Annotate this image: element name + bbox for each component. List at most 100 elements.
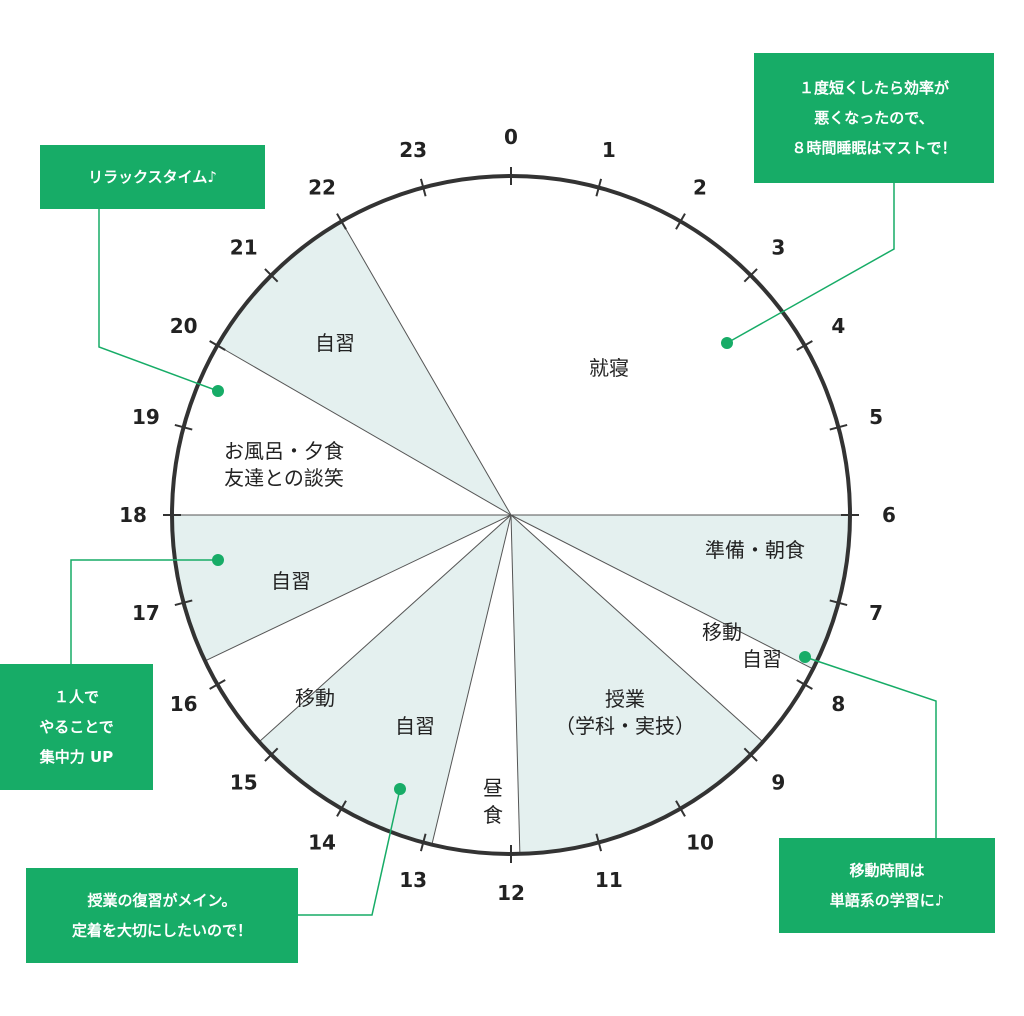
segment-divider xyxy=(431,514,512,845)
hour-label-23: 23 xyxy=(399,138,427,162)
segment-divider xyxy=(204,514,512,662)
segment-label-jishuu-night: 自習 xyxy=(315,331,355,355)
hour-tick xyxy=(264,268,279,283)
hour-tick xyxy=(829,423,848,431)
callout-box xyxy=(779,838,995,933)
segment-idou-pm xyxy=(205,515,511,742)
hour-tick xyxy=(675,800,686,817)
callout-dot xyxy=(799,651,811,663)
hour-label-2: 2 xyxy=(693,176,707,200)
hour-label-11: 11 xyxy=(595,868,623,892)
hour-label-6: 6 xyxy=(882,503,896,527)
callout-text: 単語系の学習に♪ xyxy=(830,892,945,910)
hour-tick xyxy=(419,833,427,852)
segment-label-ofuro: お風呂・夕食 xyxy=(224,439,344,463)
callout-dot xyxy=(212,554,224,566)
hour-label-1: 1 xyxy=(602,138,616,162)
hour-label-3: 3 xyxy=(771,236,785,260)
callout-text: リラックスタイム♪ xyxy=(88,168,217,186)
hour-label-18: 18 xyxy=(119,503,147,527)
hour-label-5: 5 xyxy=(869,405,883,429)
segment-shuushin xyxy=(341,176,850,515)
segment-jishuu-night xyxy=(217,221,511,515)
hour-label-15: 15 xyxy=(230,770,258,794)
hour-tick xyxy=(336,213,347,230)
segment-label-shuushin: 就寝 xyxy=(589,356,629,380)
callout-leader-line xyxy=(298,788,401,916)
hour-tick xyxy=(209,679,226,690)
hour-label-21: 21 xyxy=(230,236,258,260)
hour-label-19: 19 xyxy=(132,405,160,429)
callout-dot xyxy=(212,385,224,397)
segment-divider xyxy=(510,514,521,854)
segment-label-idou-jishuu-am: 自習 xyxy=(742,647,782,671)
segment-idou-jishuu-am xyxy=(511,515,814,742)
callout-leader-line xyxy=(98,209,219,392)
segment-divider xyxy=(341,221,512,516)
callout-relax: リラックスタイム♪ xyxy=(40,145,265,397)
callout-review: 授業の復習がメイン。定着を大切にしたいので！ xyxy=(26,783,406,963)
segment-label-idou-jishuu-am: 移動 xyxy=(702,620,742,644)
hour-tick xyxy=(595,178,603,197)
hour-label-8: 8 xyxy=(831,692,845,716)
hour-ticks xyxy=(163,167,859,863)
callout-text: 定着を大切にしたいので！ xyxy=(72,922,252,940)
hour-label-9: 9 xyxy=(771,770,785,794)
callout-text: 移動時間は xyxy=(849,862,924,880)
segment-label-jishuu-pm: 自習 xyxy=(395,714,435,738)
hour-tick xyxy=(264,747,279,762)
hour-tick xyxy=(796,340,813,351)
callout-text: 集中力 UP xyxy=(39,748,113,766)
segment-chuushoku xyxy=(431,515,520,854)
segment-divider xyxy=(217,345,512,516)
segment-label-junbi: 準備・朝食 xyxy=(705,538,805,562)
segment-ofuro xyxy=(172,345,511,515)
hour-label-0: 0 xyxy=(504,125,518,149)
hour-label-7: 7 xyxy=(869,601,883,625)
segment-junbi xyxy=(511,515,850,669)
callout-box xyxy=(754,53,994,183)
callout-dot xyxy=(394,783,406,795)
hour-tick xyxy=(595,833,603,852)
hour-label-20: 20 xyxy=(170,314,198,338)
hour-label-22: 22 xyxy=(308,176,336,200)
callout-box xyxy=(0,664,153,790)
segment-label-chuushoku: 食 xyxy=(483,803,503,827)
callout-text: ８時間睡眠はマストで！ xyxy=(791,139,956,157)
callout-text: １度短くしたら効率が xyxy=(799,79,950,97)
callout-box xyxy=(26,868,298,963)
segment-jishuu-evening xyxy=(172,515,511,661)
callout-leader-line xyxy=(726,183,895,344)
hour-tick xyxy=(796,679,813,690)
hour-tick xyxy=(174,599,193,607)
hour-tick xyxy=(419,178,427,197)
segment-labels: 就寝準備・朝食移動自習授業（学科・実技）昼食自習移動自習お風呂・夕食友達との談笑… xyxy=(224,331,805,827)
callout-text: 授業の復習がメイン。 xyxy=(87,892,236,910)
hour-tick xyxy=(675,213,686,230)
clock-segments xyxy=(172,176,850,854)
segment-label-jugyou: （学科・実技） xyxy=(555,714,695,738)
segment-jishuu-pm xyxy=(259,515,511,845)
hour-label-10: 10 xyxy=(686,830,714,854)
segment-label-ofuro: 友達との談笑 xyxy=(224,466,344,490)
hour-tick xyxy=(829,599,848,607)
segment-label-jishuu-evening: 自習 xyxy=(271,569,311,593)
segment-label-jugyou: 授業 xyxy=(605,687,645,711)
hour-label-4: 4 xyxy=(831,314,845,338)
hour-tick xyxy=(743,747,758,762)
callout-box xyxy=(40,145,265,209)
callout-leader-line xyxy=(804,656,937,838)
hour-tick xyxy=(174,423,193,431)
callout-text: 悪くなったので、 xyxy=(814,109,933,127)
callout-text: １人で xyxy=(54,688,99,706)
hour-tick xyxy=(336,800,347,817)
callout-text: やることで xyxy=(39,718,114,736)
hour-tick xyxy=(743,268,758,283)
hour-label-14: 14 xyxy=(308,830,336,854)
